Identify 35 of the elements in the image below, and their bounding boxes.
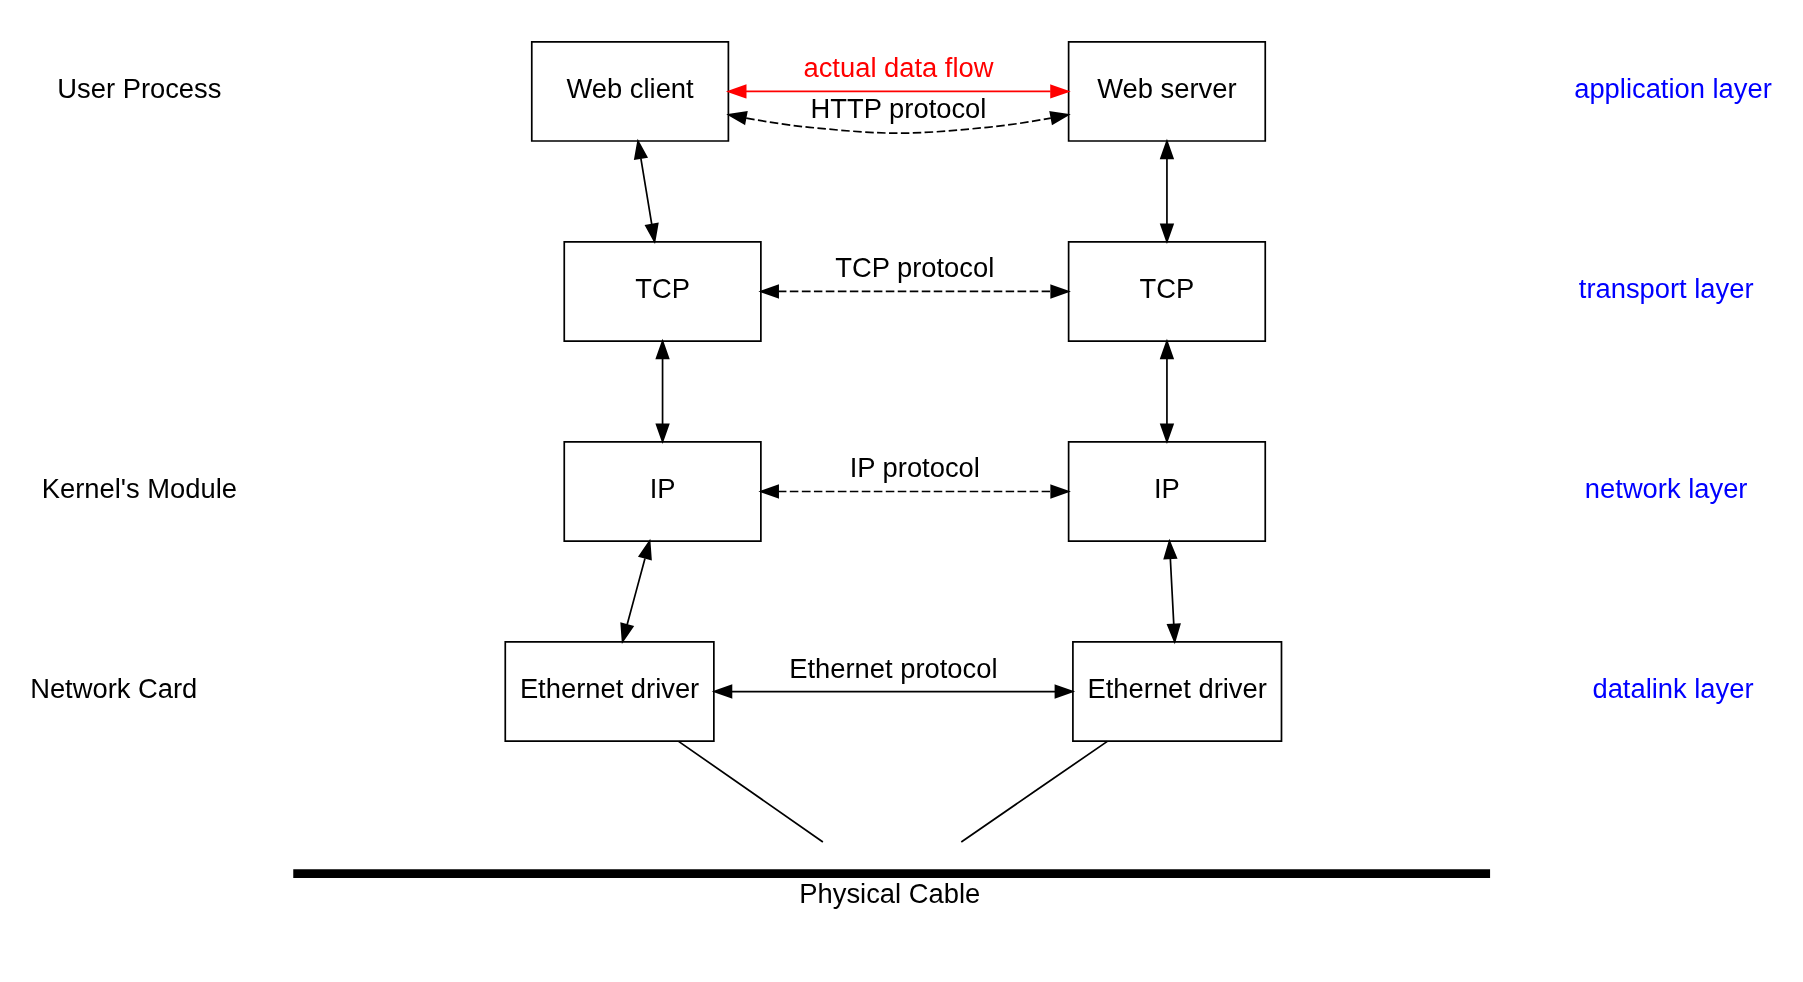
connector xyxy=(677,740,824,843)
arrow xyxy=(726,110,1071,134)
arrow xyxy=(655,338,670,444)
label: transport layer xyxy=(1578,272,1754,304)
node-box: TCP xyxy=(1067,240,1267,342)
arrow xyxy=(758,483,1071,499)
arrow xyxy=(1163,538,1181,644)
arrow xyxy=(620,538,652,644)
edge-label: HTTP protocol xyxy=(810,92,987,124)
connector xyxy=(960,740,1109,843)
node-box: Ethernet driver xyxy=(1072,640,1283,742)
edge-label: actual data flow xyxy=(803,51,994,83)
node-box: IP xyxy=(563,440,762,542)
arrow xyxy=(725,83,1071,99)
label: User Process xyxy=(57,72,222,104)
edge-label: Ethernet protocol xyxy=(789,652,998,684)
arrow xyxy=(1159,338,1175,444)
label: application layer xyxy=(1574,72,1772,104)
arrow xyxy=(633,138,659,244)
node-box: Web server xyxy=(1067,40,1267,142)
node-box: Ethernet driver xyxy=(504,640,715,742)
node-box xyxy=(293,868,1491,878)
node-box: TCP xyxy=(563,240,762,342)
node-box: IP xyxy=(1067,440,1267,542)
label: datalink layer xyxy=(1592,672,1754,704)
label: Kernel's Module xyxy=(41,472,237,504)
edge-label: TCP protocol xyxy=(835,251,995,283)
node-box: Web client xyxy=(530,40,730,142)
arrow xyxy=(711,683,1076,699)
arrow xyxy=(1159,138,1175,244)
node-label: Physical Cable xyxy=(799,877,981,909)
edge-label: IP protocol xyxy=(849,451,980,483)
arrow xyxy=(758,283,1071,299)
label: network layer xyxy=(1584,472,1748,504)
label: Network Card xyxy=(30,672,198,704)
